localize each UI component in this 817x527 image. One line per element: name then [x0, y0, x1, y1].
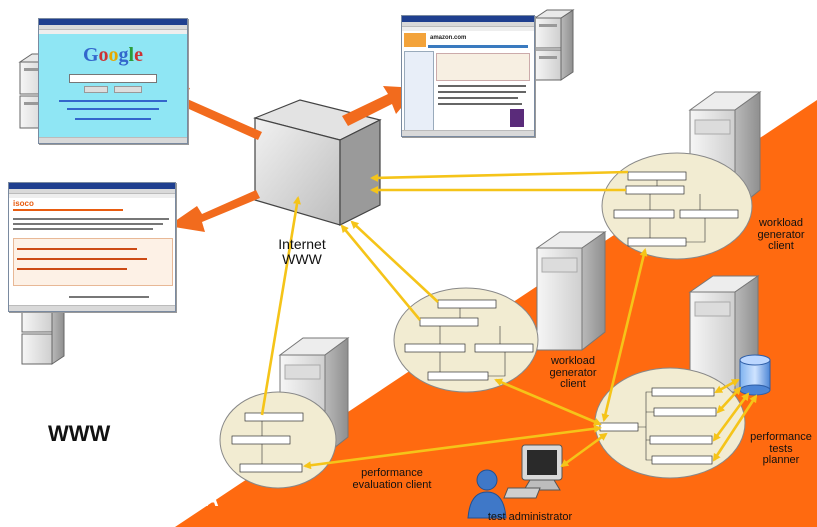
label-line: generator — [549, 366, 597, 379]
label-line: workload — [550, 355, 596, 367]
arrow-to-isoco — [168, 190, 260, 232]
server-workload-mid — [535, 231, 607, 352]
arrow-planner-to-workload-top — [601, 248, 648, 422]
internet-www-line: WWW — [282, 250, 322, 267]
arrow-pe-to-internet — [260, 196, 301, 416]
arrow-db-4 — [712, 394, 758, 462]
workload-mid-component — [393, 287, 539, 393]
isoco-logo: isoco — [13, 199, 34, 208]
label-line: client — [768, 240, 794, 253]
google-logo: Google — [82, 44, 143, 66]
label-line: workload — [758, 217, 804, 229]
arrow-to-amazon — [342, 86, 418, 126]
label-line: client — [560, 378, 586, 391]
amazon-browser-screenshot: amazon.com — [401, 15, 535, 137]
label-line: tests — [769, 442, 793, 455]
internet-label-line: Internet — [278, 236, 326, 252]
internet-box — [253, 99, 382, 226]
test-administrator-label: test administrator — [487, 511, 573, 523]
guernica-label: GUERNICA — [112, 489, 219, 511]
database-cylinder-icon — [739, 354, 771, 396]
arrow-wm2-to-internet — [340, 224, 422, 321]
www-label: WWW — [48, 421, 111, 446]
label-line: performance — [750, 431, 812, 443]
arrow-planner-to-admin — [560, 432, 608, 468]
label-line: generator — [757, 228, 805, 241]
workload-top-component — [601, 152, 753, 260]
workload-generator-client-top-label: workload generator client — [748, 217, 814, 253]
label-line: performance — [361, 467, 423, 479]
internet-label: Internet WWW — [262, 237, 342, 266]
arrow-wm1-to-internet — [350, 220, 439, 303]
arrow-planner-to-workload-mid — [494, 378, 602, 426]
perf-eval-component — [219, 391, 337, 489]
performance-tests-planner-label: performance tests planner — [745, 431, 817, 467]
web-server-amazon — [533, 9, 575, 81]
arrow-wt1-to-internet — [370, 170, 629, 182]
amazon-logo: amazon.com — [430, 35, 467, 41]
person-icon — [467, 469, 507, 519]
label-line: planner — [762, 454, 800, 467]
workload-generator-client-mid-label: workload generator client — [540, 355, 606, 391]
isoco-browser-screenshot: isoco — [8, 182, 176, 312]
performance-evaluation-client-label: performance evaluation client — [342, 467, 442, 491]
planner-component — [594, 367, 746, 479]
arrow-planner-to-perf-eval — [303, 424, 602, 470]
google-browser-screenshot: Google — [38, 18, 188, 144]
label-line: evaluation client — [352, 478, 432, 491]
yellow-arrows — [260, 170, 758, 470]
